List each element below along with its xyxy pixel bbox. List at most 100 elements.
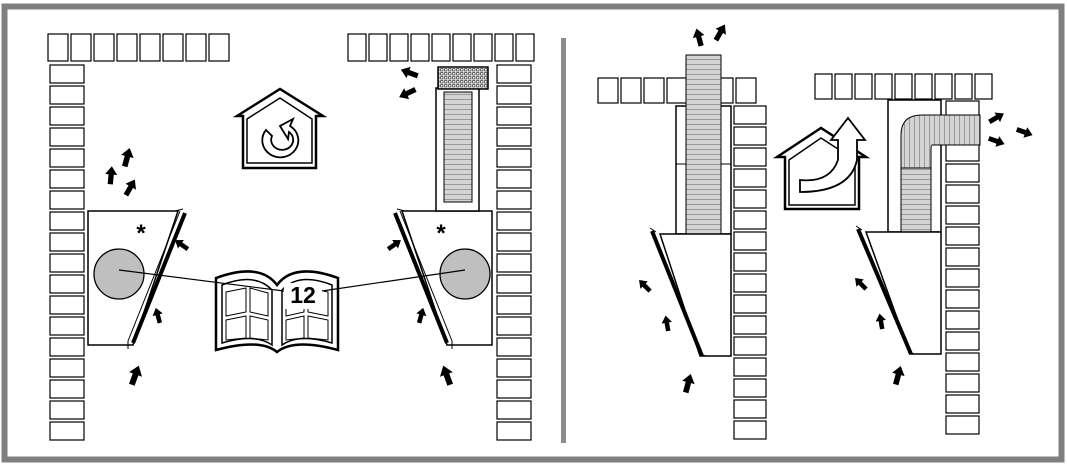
brick <box>496 337 532 357</box>
brick <box>733 105 767 125</box>
leader-line-left <box>118 269 285 292</box>
brick <box>49 127 85 147</box>
brick <box>49 358 85 378</box>
left-panel-recirculation: * * 12 <box>87 66 493 354</box>
brick <box>496 106 532 126</box>
brick <box>894 73 913 100</box>
brick <box>494 33 514 62</box>
right-panel-extraction <box>649 54 981 357</box>
brick <box>735 77 757 104</box>
brick <box>70 33 92 62</box>
brick <box>49 295 85 315</box>
brick <box>496 169 532 189</box>
brick <box>945 373 980 393</box>
brick <box>945 394 980 414</box>
brick <box>834 73 853 100</box>
brick <box>496 232 532 252</box>
brick <box>49 211 85 231</box>
brick <box>874 73 893 100</box>
brick <box>49 316 85 336</box>
brick <box>496 358 532 378</box>
brick <box>515 33 535 62</box>
brick <box>496 190 532 210</box>
brick <box>733 378 767 398</box>
left-hood: * <box>87 208 187 349</box>
extraction-house-icon <box>772 116 871 211</box>
straight-duct <box>685 54 722 235</box>
brick <box>496 316 532 336</box>
brick <box>945 289 980 309</box>
brick <box>945 352 980 372</box>
brick <box>49 337 85 357</box>
straight-duct-hood <box>649 54 732 357</box>
brick <box>733 294 767 314</box>
brick <box>49 64 85 84</box>
brick <box>496 274 532 294</box>
brick <box>496 211 532 231</box>
brick <box>49 379 85 399</box>
leader-line-right <box>321 269 466 292</box>
brick <box>945 268 980 288</box>
brick <box>185 33 207 62</box>
brick <box>945 163 980 183</box>
brick <box>733 210 767 230</box>
bent-duct-hood <box>855 99 981 355</box>
instruction-manual-icon <box>214 270 340 354</box>
brick <box>496 295 532 315</box>
brick <box>496 64 532 84</box>
brick <box>496 253 532 273</box>
brick <box>49 232 85 252</box>
brick <box>496 421 532 441</box>
brick <box>431 33 451 62</box>
brick <box>914 73 933 100</box>
right-hood: * <box>393 66 493 349</box>
brick <box>733 231 767 251</box>
brick <box>733 357 767 377</box>
recirculation-grille <box>437 66 489 90</box>
brick <box>733 147 767 167</box>
brick <box>934 73 953 100</box>
brick <box>49 253 85 273</box>
brick <box>733 336 767 356</box>
brick <box>496 400 532 420</box>
brick <box>452 33 472 62</box>
brick <box>116 33 138 62</box>
brick <box>496 85 532 105</box>
brick <box>954 73 973 100</box>
brick <box>49 421 85 441</box>
brick <box>47 33 69 62</box>
right-filter-marker: * <box>436 220 446 247</box>
brick <box>473 33 493 62</box>
brick <box>733 189 767 209</box>
brick <box>208 33 230 62</box>
brick <box>49 190 85 210</box>
brick <box>597 77 619 104</box>
brick <box>733 420 767 440</box>
brick <box>945 205 980 225</box>
brick <box>620 77 642 104</box>
brick <box>733 399 767 419</box>
bent-duct <box>900 114 981 169</box>
brick <box>666 77 688 104</box>
right-carbon-filter <box>439 248 491 300</box>
brick <box>49 274 85 294</box>
brick <box>49 148 85 168</box>
brick <box>733 126 767 146</box>
brick <box>945 226 980 246</box>
brick <box>945 142 980 162</box>
brick <box>347 33 367 62</box>
brick <box>496 379 532 399</box>
brick <box>49 169 85 189</box>
brick <box>389 33 409 62</box>
left-filter-marker: * <box>136 220 146 247</box>
brick <box>93 33 115 62</box>
panel-divider <box>561 38 566 443</box>
brick <box>49 85 85 105</box>
brick <box>49 106 85 126</box>
page-reference: 12 <box>290 282 316 308</box>
left-carbon-filter <box>93 248 145 300</box>
recirculation-house-icon <box>232 87 328 170</box>
brick <box>733 273 767 293</box>
brick <box>945 247 980 267</box>
